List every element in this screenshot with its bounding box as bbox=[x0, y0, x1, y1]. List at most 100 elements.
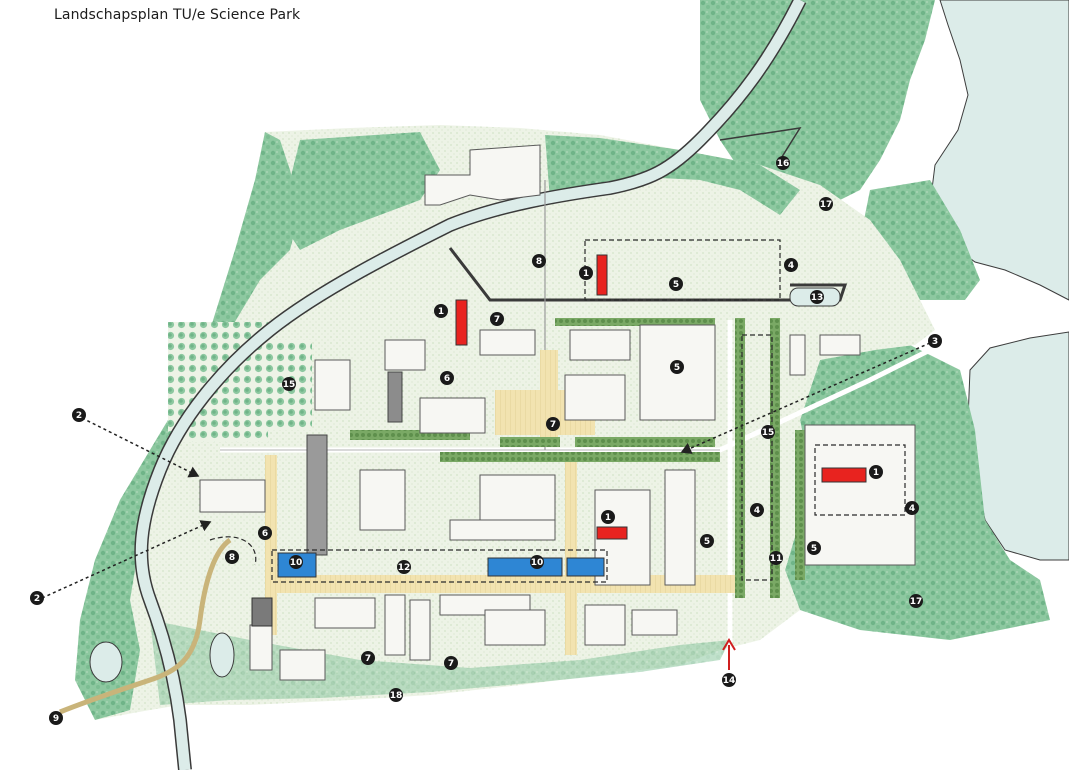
marker-label: 15 bbox=[762, 428, 775, 438]
marker-label: 10 bbox=[290, 558, 303, 568]
marker-circle bbox=[72, 408, 86, 422]
marker-circle bbox=[434, 304, 448, 318]
marker-m7d: 7 bbox=[444, 656, 458, 670]
building-l bbox=[664, 469, 696, 586]
marker-m4b: 4 bbox=[750, 503, 764, 517]
marker-m2b: 2 bbox=[30, 591, 44, 605]
building-u bbox=[249, 624, 273, 671]
hedge-col-east-3 bbox=[795, 430, 805, 580]
marker-circle bbox=[546, 417, 560, 431]
marker-m1d: 1 bbox=[869, 465, 883, 479]
marker-circle bbox=[532, 254, 546, 268]
marker-label: 6 bbox=[444, 374, 450, 384]
building-n bbox=[384, 594, 406, 656]
building-m bbox=[314, 597, 376, 629]
building-f bbox=[564, 374, 626, 421]
marker-m7b: 7 bbox=[546, 417, 560, 431]
marker-circle bbox=[601, 510, 615, 524]
marker-circle bbox=[776, 156, 790, 170]
marker-circle bbox=[750, 503, 764, 517]
canal-water bbox=[135, 0, 805, 770]
marker-m5d: 5 bbox=[807, 541, 821, 555]
hedge-row-4 bbox=[500, 437, 560, 447]
marker-m7c: 7 bbox=[361, 651, 375, 665]
building-i bbox=[479, 474, 556, 521]
marker-label: 12 bbox=[398, 563, 411, 573]
marker-circle bbox=[761, 425, 775, 439]
marker-circle bbox=[530, 555, 544, 569]
marker-m7a: 7 bbox=[490, 312, 504, 326]
marker-label: 7 bbox=[448, 659, 454, 669]
marker-label: 5 bbox=[704, 537, 710, 547]
marker-label: 1 bbox=[605, 513, 611, 523]
marker-circle bbox=[490, 312, 504, 326]
pointer-lines bbox=[41, 342, 931, 599]
marker-m1b: 1 bbox=[434, 304, 448, 318]
building-a bbox=[314, 359, 351, 411]
marker-label: 8 bbox=[536, 257, 542, 267]
marker-label: 2 bbox=[34, 594, 40, 604]
marker-circle bbox=[784, 258, 798, 272]
building-c bbox=[419, 397, 486, 434]
marker-circle bbox=[440, 371, 454, 385]
marker-label: 13 bbox=[811, 293, 824, 303]
building-d bbox=[479, 329, 536, 356]
building-grey-tall bbox=[306, 434, 328, 556]
marker-circle bbox=[30, 591, 44, 605]
marker-m4c: 4 bbox=[905, 501, 919, 515]
marker-label: 14 bbox=[723, 676, 736, 686]
marker-label: 4 bbox=[788, 261, 794, 271]
marker-m6a: 6 bbox=[440, 371, 454, 385]
marker-label: 5 bbox=[674, 363, 680, 373]
hedge-north bbox=[555, 318, 715, 326]
marker-label: 7 bbox=[550, 420, 556, 430]
blue-building-10c bbox=[566, 557, 605, 577]
zone-11 bbox=[741, 334, 773, 581]
marker-circle bbox=[807, 541, 821, 555]
hedge-col-east-2 bbox=[770, 318, 780, 598]
marker-circle bbox=[444, 656, 458, 670]
building-q bbox=[484, 609, 546, 646]
marker-m4a: 4 bbox=[784, 258, 798, 272]
marker-m5a: 5 bbox=[669, 277, 683, 291]
woodland-south-band bbox=[150, 620, 730, 705]
hedge-col-east bbox=[735, 318, 745, 598]
building-t bbox=[279, 649, 326, 681]
pond-south bbox=[209, 632, 235, 678]
boardwalk-9 bbox=[59, 537, 232, 715]
marker-label: 2 bbox=[76, 411, 82, 421]
marker-circle bbox=[722, 673, 736, 687]
marker-m17a: 17 bbox=[819, 197, 833, 211]
marker-label: 9 bbox=[53, 714, 59, 724]
marker-label: 11 bbox=[770, 554, 783, 564]
blue-building-10b bbox=[487, 557, 563, 577]
building-b bbox=[384, 339, 426, 371]
marker-m5b: 5 bbox=[670, 360, 684, 374]
buildings bbox=[199, 144, 916, 681]
marker-circle bbox=[869, 465, 883, 479]
pointer-2-top bbox=[81, 417, 200, 478]
marker-label: 8 bbox=[229, 553, 235, 563]
marker-circle bbox=[49, 711, 63, 725]
building-east-1 bbox=[789, 334, 806, 376]
woodland-w bbox=[75, 132, 300, 720]
marker-circle bbox=[258, 526, 272, 540]
building-j bbox=[449, 519, 556, 541]
marker-label: 4 bbox=[754, 506, 760, 516]
marker-m16: 16 bbox=[776, 156, 790, 170]
marker-circle bbox=[905, 501, 919, 515]
building-grey-small bbox=[387, 371, 403, 423]
hedge-row-1 bbox=[350, 430, 470, 440]
marker-label: 1 bbox=[873, 468, 879, 478]
marker-label: 3 bbox=[932, 337, 938, 347]
hedge-row-2 bbox=[440, 452, 720, 462]
building-r bbox=[584, 604, 626, 646]
pointer-2-bottom bbox=[41, 520, 212, 599]
building-g bbox=[199, 479, 266, 513]
marker-circle bbox=[669, 277, 683, 291]
marker-circle bbox=[700, 534, 714, 548]
marker-m1c: 1 bbox=[601, 510, 615, 524]
